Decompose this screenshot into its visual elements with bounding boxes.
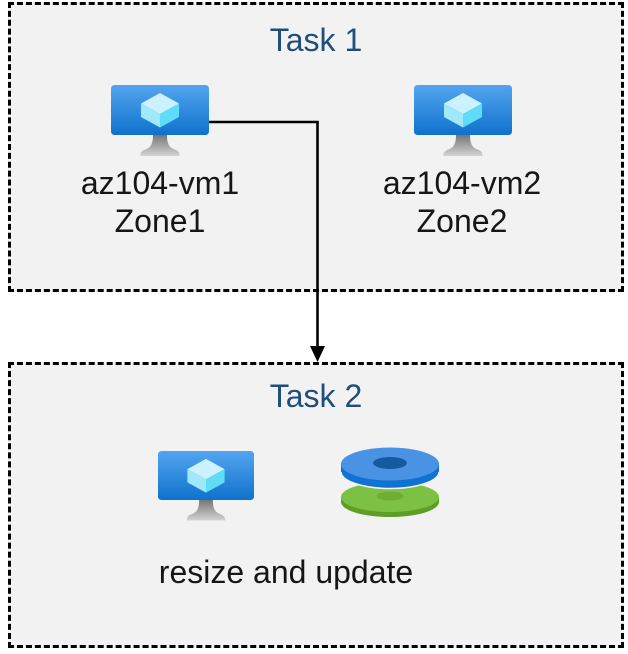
task1-box: Task 1 az104-vm1 Zone1 az104-vm2 Zone2: [8, 2, 624, 292]
vm-name: az104-vm1: [80, 165, 240, 201]
vm-name: az104-vm2: [382, 165, 542, 201]
task2-caption: resize and update: [158, 554, 414, 590]
vm-label: az104-vm2 Zone2: [342, 164, 582, 240]
task2-box: Task 2 resize and update: [8, 362, 624, 648]
virtual-machine-icon: [157, 450, 255, 523]
task1-title: Task 1: [269, 22, 363, 58]
arrowhead-icon: [310, 346, 325, 362]
disks-icon: [340, 447, 440, 517]
virtual-machine-icon: [413, 84, 513, 158]
vm-zone: Zone1: [114, 203, 206, 239]
vm-zone: Zone2: [416, 203, 508, 239]
virtual-machine-icon: [110, 84, 210, 158]
task2-title: Task 2: [269, 378, 363, 414]
vm-label: az104-vm1 Zone1: [40, 164, 280, 240]
